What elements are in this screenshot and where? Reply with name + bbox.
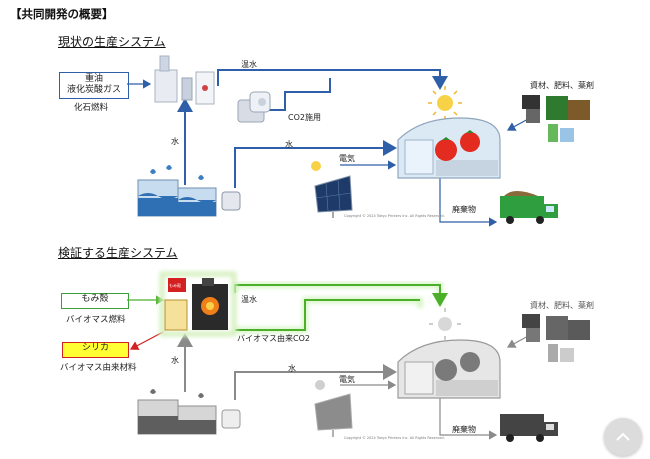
warm-water-label: 温水 <box>241 295 257 304</box>
tomato-icon <box>435 352 480 381</box>
water-label-2: 水 <box>288 364 296 373</box>
section-title-current: 現状の生産システム <box>58 35 166 49</box>
materials-icon <box>522 314 590 362</box>
water-label-2: 水 <box>285 140 293 149</box>
electricity-label: 電気 <box>339 375 355 384</box>
copyright-2: Copyright © 2024 Tokyo Printers Inc. All… <box>344 436 445 440</box>
biomass-boiler-icon <box>159 271 237 337</box>
water-label-1: 水 <box>171 356 179 365</box>
waste-label: 廃棄物 <box>452 205 476 214</box>
materials-label: 資材、肥料、薬剤 <box>530 81 594 90</box>
materials-label: 資材、肥料、薬剤 <box>530 301 594 310</box>
copyright-1: Copyright © 2024 Tokyo Printers Inc. All… <box>344 214 445 218</box>
water-tank-icon <box>137 389 241 435</box>
garbage-truck-icon <box>500 414 558 442</box>
garbage-truck-icon <box>500 191 558 224</box>
waste-label: 廃棄物 <box>452 425 476 434</box>
water-tank-icon <box>137 165 241 217</box>
warm-water-label: 温水 <box>241 60 257 69</box>
fossil-fuel-caption: 化石燃料 <box>74 103 109 113</box>
tomato-icon <box>435 130 480 161</box>
materials-icon <box>522 95 590 142</box>
sun-icon <box>428 86 462 120</box>
fuel-line-1: 重油 <box>84 74 103 84</box>
fuel-line-2: 液化炭酸ガス <box>66 85 121 95</box>
solar-panel-icon <box>314 380 353 437</box>
section-title-proposed: 検証する生産システム <box>58 246 178 260</box>
water-label-1: 水 <box>171 137 179 146</box>
solar-panel-icon <box>311 161 353 218</box>
co2-generator-icon <box>237 91 271 123</box>
co2-use-label: CO2施用 <box>288 113 321 122</box>
sun-icon <box>429 308 461 340</box>
chevron-up-icon <box>616 432 630 441</box>
biomass-material-caption: バイオマス由来材料 <box>60 363 137 373</box>
electricity-label: 電気 <box>339 154 355 163</box>
rice-husk-box: もみ殻 <box>61 293 129 309</box>
biomass-co2-label: バイオマス由来CO2 <box>237 334 310 343</box>
rice-husk-bag-label: もみ殻 <box>169 283 181 288</box>
page-title: 【共同開発の概要】 <box>10 7 114 21</box>
biomass-fuel-caption: バイオマス燃料 <box>66 315 126 325</box>
boiler-icon <box>154 55 215 105</box>
scroll-to-top-button[interactable] <box>604 418 642 456</box>
silica-box: シリカ <box>62 342 129 358</box>
fossil-fuel-box: 重油 液化炭酸ガス <box>59 72 129 99</box>
